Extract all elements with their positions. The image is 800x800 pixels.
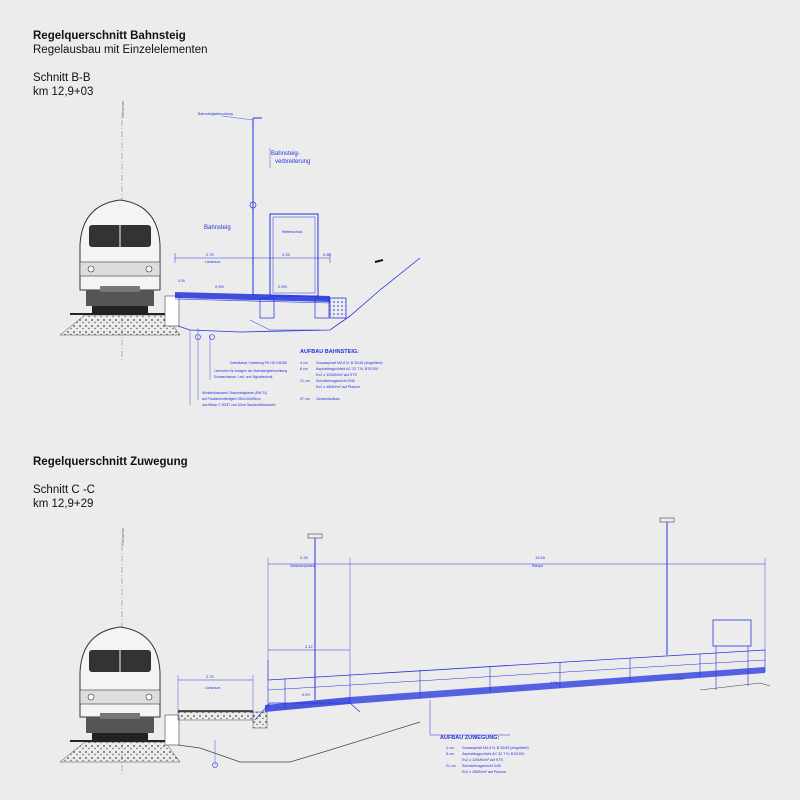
aufbau-bahnsteig-list: 4 cm Gussasphalt MA 8 N, B 30/45 (eingefä… [300,361,383,401]
train-icon-b [79,199,161,314]
lichtraum-label-b: Lichtraum [205,260,220,264]
aufbau-zuwegung-list: 4 cm Gussasphalt MA 8 N, B 30/45 (eingefä… [446,746,529,774]
track-axis-label-c: Gleisachse [121,528,125,545]
section-1-title: Regelquerschnitt Bahnsteig [33,30,186,42]
lighting-label: Bahnsteigbeleuchtung [198,112,233,116]
note-b-line: Schwachstrom, Leit- und Signaltechnik [214,375,273,379]
signboard-c [712,619,752,647]
aufbau-b-depth: 8 cm [300,367,308,371]
header-section-1: Regelquerschnitt Bahnsteig Regelausbau m… [33,29,208,99]
section-1-schnitt: Schnitt B-B [33,72,91,84]
section-1-km: km 12,9+03 [33,86,94,98]
slope-6-c: 6.0% [302,693,310,697]
dim-1310-c: 13.50 [535,555,546,560]
widening-label-1: Bahnsteig- [271,151,300,157]
note-b-line: Winkelstützwand / Bahnsteigkante (EW 21) [202,391,267,395]
aufbau-c-depth: 21 cm [446,764,456,768]
notes-b: Kabelkanal / Kabelzug PE-HD DN150Leerroh… [202,361,287,407]
aufbau-c-depth: 4 cm [446,746,454,750]
zwischenpodest-label: Zwischenpodest [290,564,315,568]
widening-label-2: verbreiterung [275,159,310,165]
slope-25-b2: 2.5% [278,284,288,289]
aufbau-c-text: Asphalttragschicht AC 32 T N, B70/100 [462,752,524,756]
platform-surface-b [175,292,330,302]
aufbau-b-text: Ev2 ≥ 120MN/m² auf STS [316,373,358,377]
aufbau-b-text: Schottertragschicht 0/45 [316,379,355,383]
aufbau-b-text: Gesamtaufbau [316,397,340,401]
slope-25-b1: 2.5% [215,284,225,289]
aufbau-b-depth: 37 cm [300,397,310,401]
track-axis-label-b: Gleisachse [121,101,125,118]
aufbau-bahnsteig-title: AUFBAU BAHNSTEIG: [300,349,359,355]
ramp-railing [267,649,766,681]
aufbau-b-depth: 21 cm [300,379,310,383]
aufbau-b-text: Asphalttragschicht AC 32 T N, B70/100 [316,367,378,371]
aufbau-c-text: Ev2 ≥ 45MN/m² auf Planum [462,770,506,774]
note-b-line: auf Fundamentfertigteil 250x150x55cm [202,397,261,401]
note-b-line: Kabelkanal / Kabelzug PE-HD DN150 [230,361,287,365]
note-b-line: aus Beton C 30/37 und 10cm Sauberkeitssc… [202,403,275,407]
ramp-surface-c [350,667,765,704]
section-2-km: km 12,9+29 [33,498,94,510]
drain-box-b [329,297,347,319]
shelter-label: Wetterschutz [282,230,303,234]
aufbau-b-depth: 4 cm [300,361,308,365]
section-2-schnitt: Schnitt C -C [33,484,95,496]
slope-4-c: 4.0% [550,681,558,685]
aufbau-c-text: Ev2 ≥ 120MN/m² auf STS [462,758,504,762]
section-c-drawing: Gleisachse [59,517,771,775]
header-section-2: Regelquerschnitt Zuwegung Schnitt C -C k… [33,455,188,511]
ballast-b [59,314,181,336]
section-b-drawing: Gleisachse Bahnsteig [59,101,421,405]
aufbau-b-text: Ev2 ≥ 45MN/m² auf Planum [316,385,360,389]
section-1-subtitle: Regelausbau mit Einzelelementen [33,44,208,56]
dim-225-c: 2.25 [300,555,309,560]
platform-edge-b [164,295,180,327]
dim-225-b: 2.25 [282,252,291,257]
dim-275-b: 2.75 [206,252,215,257]
slope-033-c: 0.33% [674,677,684,681]
dim-080-b: 0.80 [323,252,332,257]
section-2-title: Regelquerschnitt Zuwegung [33,456,188,468]
dim-212-c: 2.12 [305,644,314,649]
lichtraum-label-c: Lichtraum [205,686,220,690]
platform-label: Bahnsteig [204,225,231,231]
aufbau-c-text: Schottertragschicht 0/45 [462,764,501,768]
dim-030-b: 0.30 [178,279,185,283]
aufbau-b-text: Gussasphalt MA 8 N, B 30/45 (eingefärbt) [316,361,383,365]
train-icon-c [79,626,161,741]
note-b-line: Leerrohre für Anlagen der Bahnsteigbeleu… [214,369,287,373]
gravel-platform-c [177,711,254,721]
aufbau-zuwegung-title: AUFBAU ZUWEGUNG: [440,735,499,741]
aufbau-c-depth: 8 cm [446,752,454,756]
rampe-label: Rampe [532,564,543,568]
aufbau-c-text: Gussasphalt MA 8 N, B 30/45 (eingefärbt) [462,746,529,750]
dim-275-c: 2.75 [206,674,215,679]
